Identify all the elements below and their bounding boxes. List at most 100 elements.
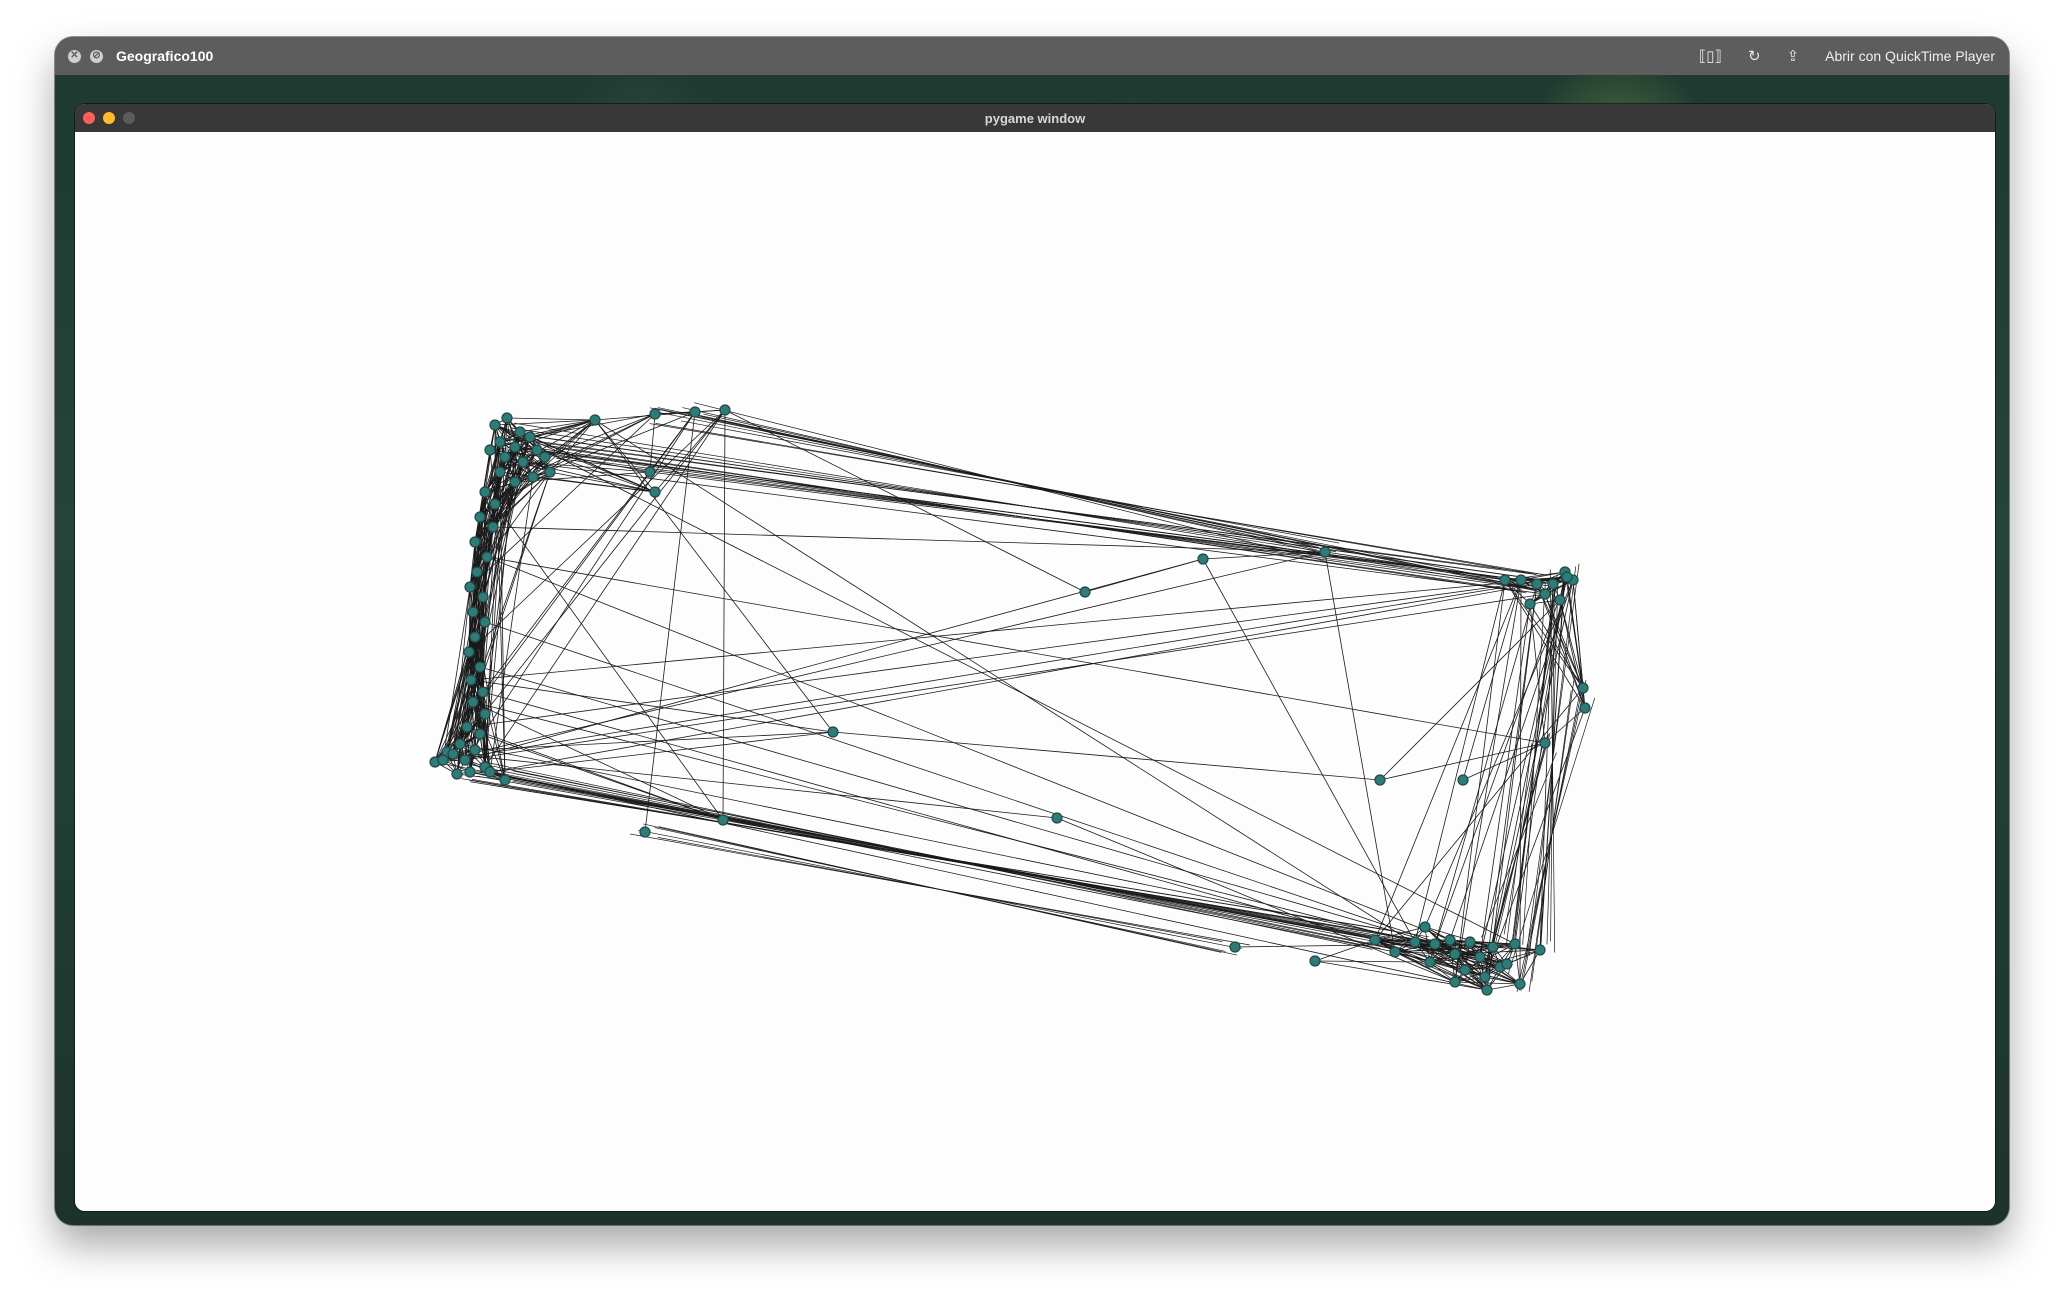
graph-edge: [519, 419, 596, 433]
graph-node: [1547, 578, 1559, 590]
graph-node: [1531, 578, 1543, 590]
minimize-window-button[interactable]: [103, 112, 115, 124]
graph-node: [1051, 812, 1063, 824]
viewer-titlebar: ✕ ⊘ Geografico100 ⟦▯⟧ ↻ ⇪ Abrir con Quic…: [55, 37, 2009, 75]
maximize-window-button[interactable]: [123, 112, 135, 124]
graph-node: [1539, 588, 1551, 600]
graph-edge: [1202, 558, 1416, 943]
rotate-icon[interactable]: ↻: [1747, 48, 1761, 65]
graph-edge: [456, 769, 1469, 957]
graph-node: [469, 536, 481, 548]
graph-edge: [654, 409, 726, 493]
trim-icon[interactable]: ⟦▯⟧: [1698, 48, 1722, 65]
graph-node: [1459, 964, 1471, 976]
graph-node: [1487, 941, 1499, 953]
graph-edge: [434, 701, 474, 763]
graph-node: [447, 748, 459, 760]
graph-node: [1319, 546, 1331, 558]
close-icon[interactable]: ✕: [68, 49, 81, 63]
graph-edge: [1484, 583, 1538, 978]
graph-node: [1479, 971, 1491, 983]
graph-edge: [492, 526, 1326, 553]
graph-node: [471, 566, 483, 578]
graph-edge: [1529, 603, 1584, 689]
graph-edge: [532, 413, 656, 478]
viewer-toolbar: ⟦▯⟧ ↻ ⇪ Abrir con QuickTime Player: [1699, 47, 1995, 65]
graph-node: [1424, 956, 1436, 968]
graph-node: [1515, 574, 1527, 586]
graph-edge: [533, 442, 1527, 594]
graph-node: [479, 616, 491, 628]
graph-node: [481, 551, 493, 563]
graph-node: [1509, 938, 1521, 950]
pygame-window: pygame window: [75, 104, 1995, 1211]
graph-canvas: [75, 132, 1995, 1211]
graph-edge: [1484, 707, 1586, 978]
graph-edge: [1484, 576, 1568, 978]
graph-edge: [1454, 946, 1494, 983]
pygame-window-title: pygame window: [984, 110, 1086, 126]
graph-edge: [494, 424, 501, 473]
graph-edge: [1559, 599, 1584, 689]
graph-edge: [494, 436, 531, 505]
no-entry-icon[interactable]: ⊘: [90, 49, 103, 63]
graph-edge: [472, 701, 506, 781]
open-with-quicktime-button[interactable]: Abrir con QuickTime Player: [1825, 48, 1995, 64]
graph-node: [509, 476, 521, 488]
close-window-button[interactable]: [83, 112, 95, 124]
graph-node: [489, 419, 501, 431]
graph-node: [484, 444, 496, 456]
graph-node: [1429, 938, 1441, 950]
graph-edge: [1394, 951, 1456, 983]
graph-node: [827, 726, 839, 738]
graph-edge: [1434, 576, 1568, 945]
quicktime-viewer: ✕ ⊘ Geografico100 ⟦▯⟧ ↻ ⇪ Abrir con Quic…: [55, 37, 2009, 1225]
graph-node: [1449, 976, 1461, 988]
graph-edge: [468, 541, 476, 653]
graph-edge: [1374, 579, 1522, 941]
graph-node: [1539, 737, 1551, 749]
graph-edge: [1314, 960, 1431, 963]
graph-edge: [474, 471, 551, 543]
graph-edge: [489, 449, 546, 458]
graph-edge: [484, 713, 491, 773]
graph-edge: [484, 417, 508, 493]
graph-edge: [504, 417, 508, 458]
graph-edge: [506, 417, 596, 421]
graph-edge: [1454, 579, 1506, 983]
share-icon[interactable]: ⇪: [1786, 48, 1800, 65]
graph-edge: [489, 449, 496, 505]
graph-edge: [434, 651, 470, 763]
graph-edge: [1479, 603, 1531, 958]
graph-edge: [1528, 680, 1575, 992]
graph-edge: [479, 733, 724, 821]
graph-edge: [1484, 976, 1521, 985]
graph-node: [517, 456, 529, 468]
graph-node: [489, 498, 501, 510]
graph-edge: [479, 461, 524, 518]
graph-edge: [594, 419, 656, 493]
graph-node: [474, 511, 486, 523]
graph-node: [459, 754, 471, 766]
graph-edge: [482, 691, 1376, 941]
graph-node: [649, 486, 661, 498]
graph-node: [717, 814, 729, 826]
graph-edge: [472, 701, 724, 821]
graph-node: [1389, 946, 1401, 958]
graph-edge: [1503, 593, 1565, 935]
graph-edge: [1504, 571, 1566, 581]
graph-edge: [494, 503, 724, 821]
graph-edge: [489, 419, 596, 451]
graph-edge: [1414, 579, 1506, 943]
graph-edge: [1379, 599, 1561, 781]
graph-edge: [722, 409, 726, 821]
graph-node: [1374, 774, 1386, 786]
graph-node: [531, 444, 543, 456]
graph-node: [1481, 984, 1493, 996]
graph-edge: [484, 436, 531, 493]
graph-node: [509, 441, 521, 453]
graph-edge: [1084, 558, 1204, 593]
graph-node: [464, 766, 476, 778]
graph-edge: [464, 593, 1546, 761]
graph-node: [649, 408, 661, 420]
